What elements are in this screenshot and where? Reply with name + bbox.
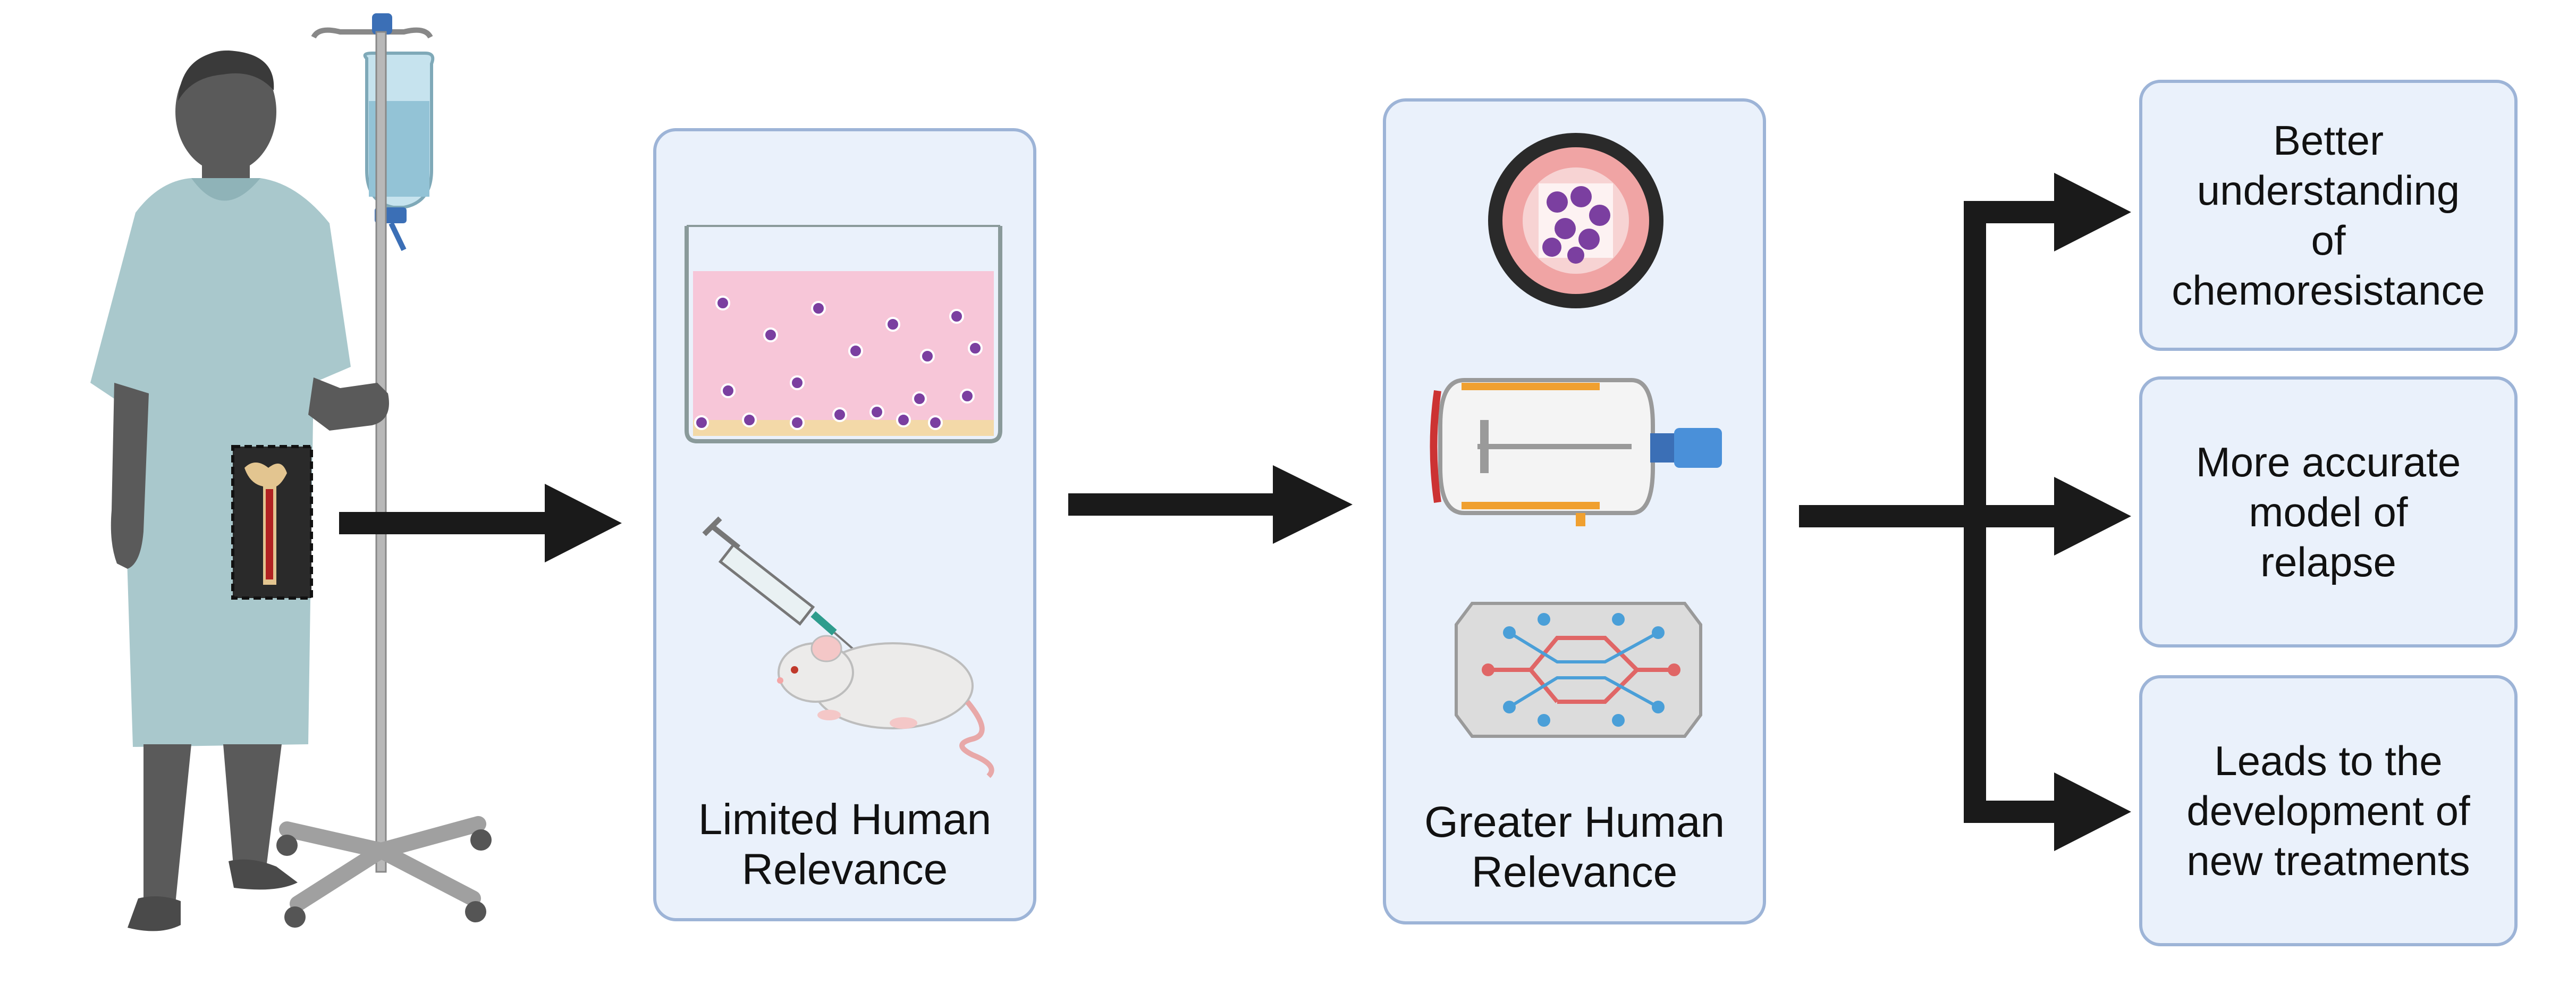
greater-relevance-caption: Greater Human Relevance [1384, 797, 1764, 897]
arrow-patient-to-limited [339, 484, 622, 562]
bioreactor-icon [1430, 378, 1722, 526]
greater-relevance-models [1383, 98, 1766, 924]
outcome-1-line-3: of [2311, 217, 2346, 264]
outcome-new-treatments: Leads to the development of new treatmen… [2139, 675, 2518, 946]
3d-spheroid-icon [1488, 133, 1663, 308]
outcome-2-line-1: More accurate [2195, 439, 2461, 485]
outcome-chemoresistance: Better understanding of chemoresistance [2139, 80, 2518, 351]
greater-caption-line1: Greater Human [1424, 798, 1725, 846]
patient-figure-icon [90, 51, 389, 931]
mouse-icon [777, 635, 994, 778]
outcome-2-line-3: relapse [2260, 539, 2396, 585]
culture-well-icon [685, 225, 1002, 443]
organ-on-chip-icon [1455, 602, 1702, 738]
bone-marrow-inset-icon [231, 445, 313, 600]
outcome-1-line-1: Better [2273, 117, 2384, 164]
outcome-3-line-3: new treatments [2186, 837, 2470, 884]
outcome-relapse-model: More accurate model of relapse [2139, 376, 2518, 648]
arrow-limited-to-greater [1068, 465, 1353, 544]
limited-relevance-models [653, 128, 1036, 921]
outcome-2-line-2: model of [2249, 489, 2408, 535]
arrow-branch-to-outcomes [1799, 173, 2131, 851]
outcome-1-line-4: chemoresistance [2172, 267, 2485, 314]
outcome-1-line-2: understanding [2197, 167, 2460, 214]
limited-caption-line1: Limited Human [698, 795, 992, 844]
limited-caption-line2: Relevance [741, 845, 948, 894]
iv-drip-stand-icon [276, 13, 492, 928]
limited-relevance-caption: Limited Human Relevance [655, 795, 1035, 895]
greater-caption-line2: Relevance [1471, 848, 1678, 896]
outcome-3-line-1: Leads to the [2214, 737, 2443, 784]
outcome-3-line-2: development of [2186, 787, 2470, 834]
